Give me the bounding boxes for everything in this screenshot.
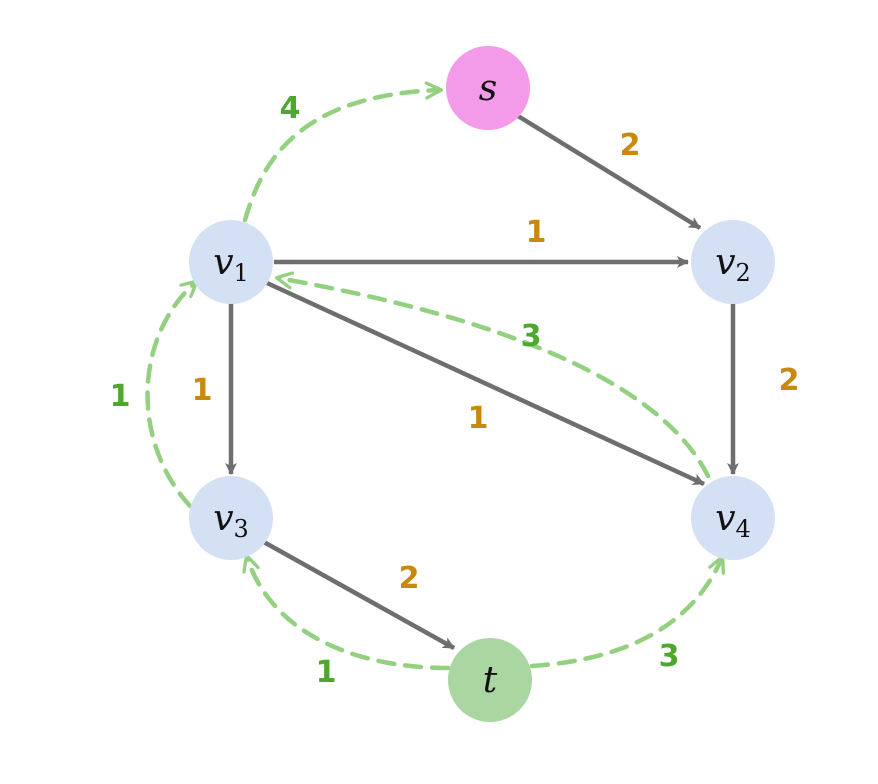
residual-labels: 4 3 1 1 3 — [110, 91, 680, 690]
node-sub-v3: 3 — [234, 515, 249, 543]
edge-label-v3-t: 2 — [399, 561, 420, 596]
node-v4: v4 — [691, 476, 775, 560]
node-label-v1: v — [213, 242, 233, 283]
residual-label-t-v3: 1 — [316, 655, 337, 690]
residual-edge-t-v3 — [247, 557, 451, 671]
residual-label-v3-v1: 1 — [110, 379, 131, 414]
residual-edge-v4-v1 — [278, 278, 711, 479]
capacity-edges — [225, 114, 739, 650]
svg-text:v2: v2 — [715, 242, 751, 287]
node-label-v4: v — [715, 498, 735, 539]
residual-edge-v1-s — [242, 90, 440, 223]
node-label-s: s — [479, 68, 497, 109]
node-t: t — [448, 638, 532, 722]
node-s: s — [446, 46, 530, 130]
residual-label-v4-v1: 3 — [521, 319, 542, 354]
node-v3: v3 — [189, 476, 273, 560]
residual-edges — [145, 90, 722, 671]
residual-label-v1-s: 4 — [280, 91, 301, 126]
node-sub-v4: 4 — [736, 515, 751, 543]
residual-label-t-v4: 3 — [659, 639, 680, 674]
node-label-t: t — [483, 660, 498, 701]
node-label-v2: v — [715, 242, 735, 283]
edge-label-v1-v2: 1 — [526, 215, 547, 250]
edge-label-v2-v4: 2 — [779, 363, 800, 398]
node-sub-v1: 1 — [234, 259, 249, 287]
edge-label-s-v2: 2 — [620, 128, 641, 163]
node-sub-v2: 2 — [736, 259, 751, 287]
node-v1: v1 — [189, 220, 273, 304]
edge-label-v1-v3: 1 — [192, 373, 213, 408]
edge-v1-v4 — [266, 280, 705, 487]
edge-v3-t — [260, 539, 456, 650]
residual-edge-t-v4 — [529, 558, 722, 669]
capacity-labels: 2 1 1 1 2 2 — [192, 128, 800, 596]
node-v2: v2 — [691, 220, 775, 304]
residual-edge-v3-v1 — [145, 282, 196, 509]
edge-s-v2 — [516, 114, 702, 230]
svg-text:v3: v3 — [213, 498, 249, 543]
svg-text:v1: v1 — [213, 242, 249, 287]
edge-label-v1-v4: 1 — [468, 401, 489, 436]
node-label-v3: v — [213, 498, 233, 539]
svg-text:v4: v4 — [715, 498, 751, 543]
